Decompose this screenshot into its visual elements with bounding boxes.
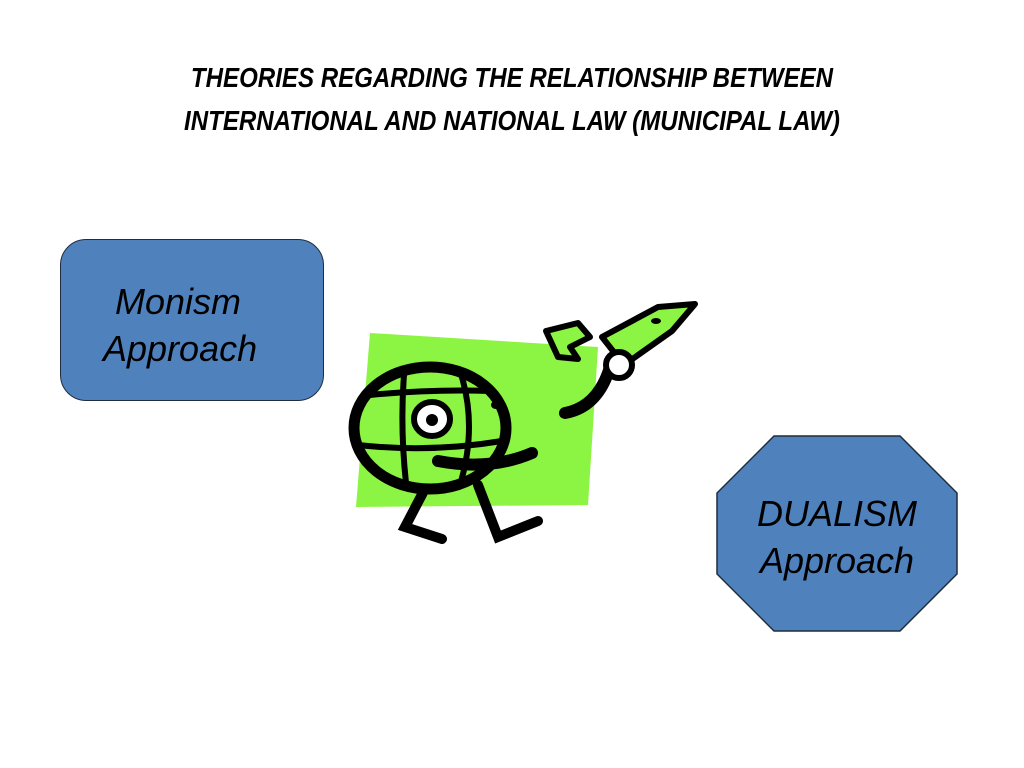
title-line-1: THEORIES REGARDING THE RELATIONSHIP BETW… — [190, 62, 834, 93]
dualism-approach-label: DUALISM Approach — [716, 490, 958, 584]
monism-label-line-2: Approach — [103, 328, 258, 369]
dualism-approach-octagon — [716, 435, 958, 632]
dualism-label-line-1: DUALISM — [756, 493, 918, 534]
title-line-2: INTERNATIONAL AND NATIONAL LAW (MUNICIPA… — [184, 105, 840, 136]
globe-rocket-character-icon — [348, 301, 698, 544]
monism-approach-box: Monism Approach — [60, 239, 324, 401]
monism-label-line-1: Monism — [115, 281, 242, 322]
monism-approach-label: Monism Approach — [61, 278, 323, 372]
slide-title: THEORIES REGARDING THE RELATIONSHIP BETW… — [106, 56, 918, 142]
dualism-label-line-2: Approach — [759, 540, 915, 581]
